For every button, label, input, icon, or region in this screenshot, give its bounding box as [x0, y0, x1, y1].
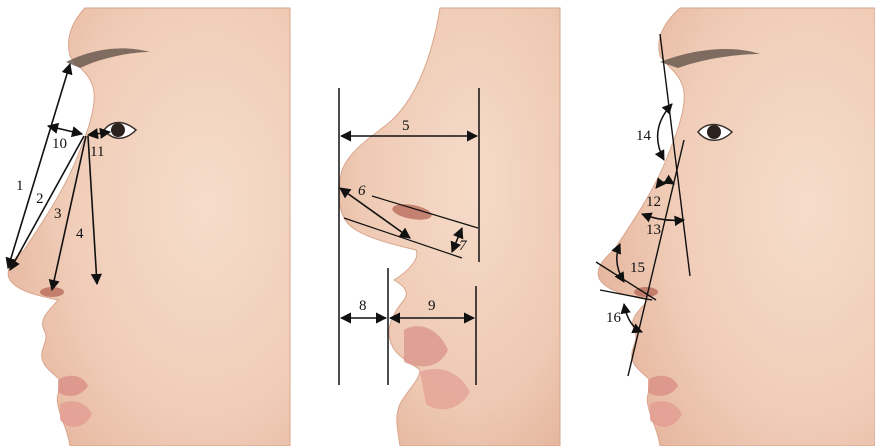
label-8: 8: [359, 298, 367, 314]
label-15: 15: [630, 260, 645, 276]
label-4: 4: [76, 226, 84, 242]
label-11: 11: [90, 144, 104, 160]
label-10: 10: [52, 136, 67, 152]
label-3: 3: [54, 206, 62, 222]
label-12: 12: [646, 194, 661, 210]
label-13: 13: [646, 222, 661, 238]
iris-right: [707, 125, 721, 139]
label-6: 6: [358, 183, 366, 199]
label-16: 16: [606, 310, 622, 326]
label-1: 1: [16, 178, 24, 194]
label-9: 9: [428, 298, 436, 314]
face-profile-left: [8, 8, 290, 446]
iris-left: [111, 123, 125, 137]
panel-left: 1 2 3 4 10 11: [8, 8, 290, 446]
line-10: [48, 126, 82, 134]
panel-right: 12 13 14 15 16: [596, 8, 875, 446]
face-profile-right: [598, 8, 875, 446]
panel-middle: 5 6 7 8 9: [339, 8, 560, 446]
label-14: 14: [636, 128, 652, 144]
label-2: 2: [36, 191, 44, 207]
label-5: 5: [402, 118, 410, 134]
